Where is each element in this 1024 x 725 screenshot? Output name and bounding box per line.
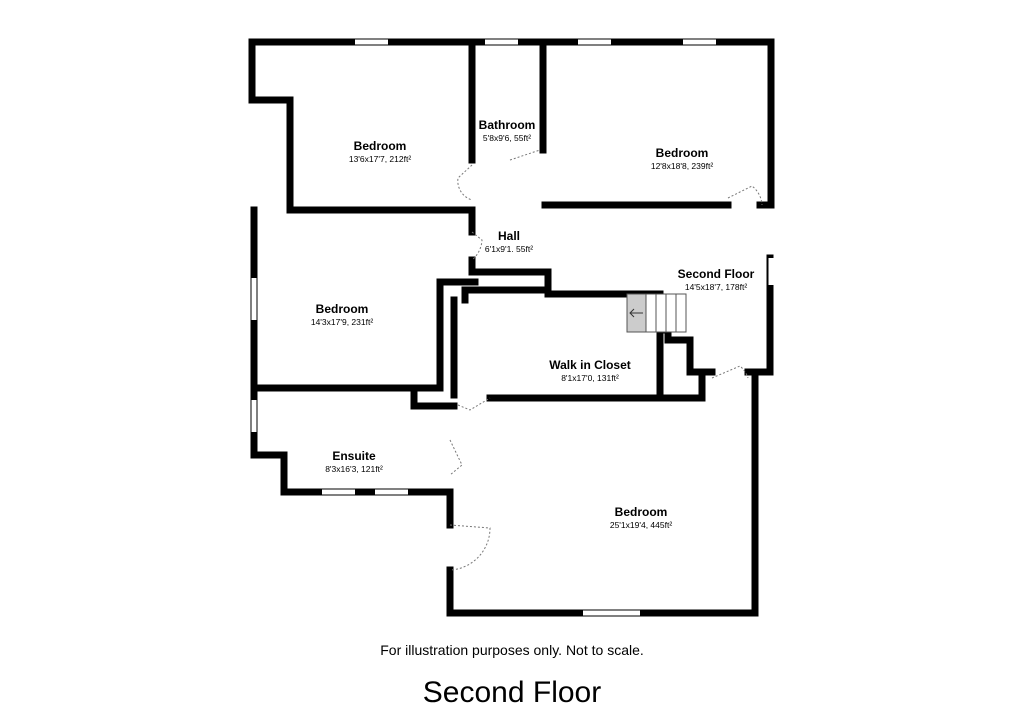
room-size: 6'1x9'1. 55ft²: [484, 244, 534, 254]
room-label-bedroom-w: Bedroom 14'3x17'9, 231ft²: [311, 302, 373, 328]
room-size: 8'3x16'3, 121ft²: [325, 464, 383, 474]
window-edges: [322, 38, 716, 617]
room-label-bedroom-ne: Bedroom 12'8x18'8, 239ft²: [651, 146, 713, 172]
disclaimer-text: For illustration purposes only. Not to s…: [380, 642, 644, 658]
room-name: Bedroom: [353, 139, 407, 153]
room-name: Bedroom: [614, 505, 668, 519]
room-name: Bathroom: [478, 118, 536, 132]
room-label-walk-in-closet: Walk in Closet 8'1x17'0, 131ft²: [549, 358, 631, 384]
room-size: 12'8x18'8, 239ft²: [650, 161, 714, 171]
room-size: 14'3x17'9, 231ft²: [310, 317, 374, 327]
doors: [449, 149, 763, 571]
room-label-bedroom-main: Bedroom 25'1x19'4, 445ft²: [610, 505, 672, 531]
room-name: Ensuite: [332, 449, 376, 463]
room-size: 13'6x17'7, 212ft²: [348, 154, 412, 164]
room-name: Hall: [497, 229, 521, 243]
room-name: Bedroom: [655, 146, 709, 160]
room-size: 25'1x19'4, 445ft²: [609, 520, 673, 530]
windows: [251, 39, 774, 616]
walls: [248, 38, 775, 617]
room-label-second-floor: Second Floor 14'5x18'7, 178ft²: [678, 267, 755, 293]
room-label-bathroom: Bathroom 5'8x9'6, 55ft²: [479, 118, 536, 144]
room-label-bedroom-nw: Bedroom 13'6x17'7, 212ft²: [349, 139, 411, 165]
room-name: Second Floor: [677, 267, 755, 281]
room-size: 8'1x17'0, 131ft²: [561, 373, 619, 383]
room-label-hall: Hall 6'1x9'1. 55ft²: [485, 229, 533, 255]
room-name: Walk in Closet: [549, 358, 631, 372]
room-size: 5'8x9'6, 55ft²: [482, 133, 532, 143]
room-name: Bedroom: [315, 302, 369, 316]
floor-title: Second Floor: [422, 676, 602, 709]
room-label-ensuite: Ensuite 8'3x16'3, 121ft²: [325, 449, 383, 475]
room-size: 14'5x18'7, 178ft²: [684, 282, 748, 292]
arrow-left-icon: [629, 308, 643, 318]
stairs: [626, 293, 687, 333]
